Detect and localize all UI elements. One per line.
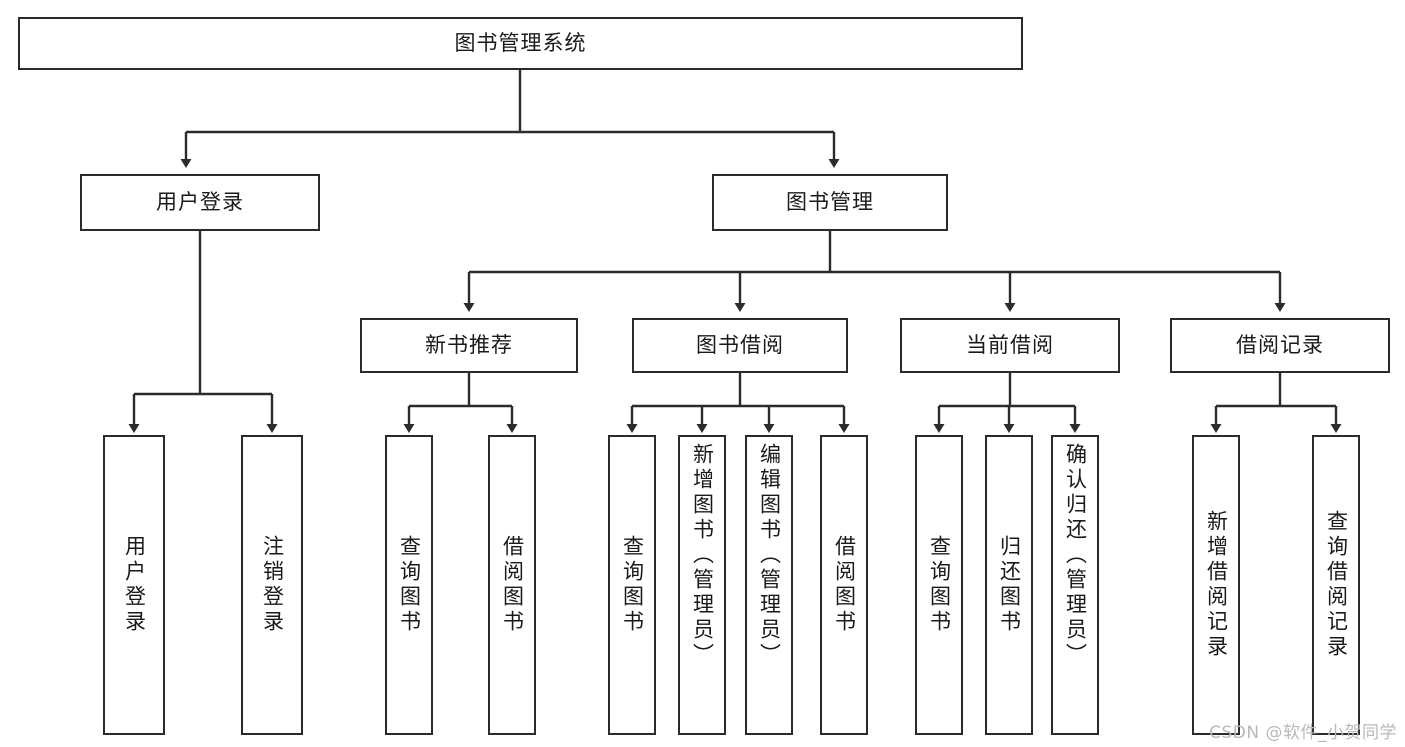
watermark-text: CSDN @软件_小贺同学 xyxy=(1209,723,1397,743)
node-borrow-book-2-label: 借阅图书 xyxy=(832,535,857,635)
node-query-book-1[interactable]: 查询图书 xyxy=(385,435,433,735)
node-query-borrow-record[interactable]: 查询借阅记录 xyxy=(1312,435,1360,735)
node-user-logout-label: 注销登录 xyxy=(260,535,285,635)
node-return-book-label: 归还图书 xyxy=(997,535,1022,635)
node-borrow-record[interactable]: 借阅记录 xyxy=(1170,318,1390,373)
node-new-book-recommend[interactable]: 新书推荐 xyxy=(360,318,578,373)
node-borrow-record-label: 借阅记录 xyxy=(1236,332,1324,357)
node-root-label: 图书管理系统 xyxy=(454,30,587,55)
node-user-login-label: 用户登录 xyxy=(156,189,244,214)
node-query-book-3-label: 查询图书 xyxy=(927,535,952,635)
node-return-book[interactable]: 归还图书 xyxy=(985,435,1033,735)
node-add-book-admin-label: 新增图书（管理员） xyxy=(690,443,715,668)
node-query-book-1-label: 查询图书 xyxy=(397,535,422,635)
node-borrow-book-1-label: 借阅图书 xyxy=(500,535,525,635)
node-user-logout[interactable]: 注销登录 xyxy=(241,435,303,735)
node-query-book-2[interactable]: 查询图书 xyxy=(608,435,656,735)
node-book-manage[interactable]: 图书管理 xyxy=(712,174,948,231)
node-book-manage-label: 图书管理 xyxy=(786,189,874,214)
node-confirm-return-admin-label: 确认归还（管理员） xyxy=(1063,443,1088,668)
node-user-login-do[interactable]: 用户登录 xyxy=(103,435,165,735)
node-add-borrow-record[interactable]: 新增借阅记录 xyxy=(1192,435,1240,735)
node-user-login-do-label: 用户登录 xyxy=(122,535,147,635)
node-current-borrow[interactable]: 当前借阅 xyxy=(900,318,1120,373)
node-user-login[interactable]: 用户登录 xyxy=(80,174,320,231)
node-borrow-book-2[interactable]: 借阅图书 xyxy=(820,435,868,735)
node-add-borrow-record-label: 新增借阅记录 xyxy=(1204,510,1229,660)
node-query-borrow-record-label: 查询借阅记录 xyxy=(1324,510,1349,660)
node-confirm-return-admin[interactable]: 确认归还（管理员） xyxy=(1051,435,1099,735)
node-current-borrow-label: 当前借阅 xyxy=(966,332,1054,357)
node-new-book-recommend-label: 新书推荐 xyxy=(425,332,513,357)
node-book-borrow[interactable]: 图书借阅 xyxy=(632,318,848,373)
node-query-book-3[interactable]: 查询图书 xyxy=(915,435,963,735)
node-book-borrow-label: 图书借阅 xyxy=(696,332,784,357)
node-borrow-book-1[interactable]: 借阅图书 xyxy=(488,435,536,735)
node-edit-book-admin-label: 编辑图书（管理员） xyxy=(757,443,782,668)
node-query-book-2-label: 查询图书 xyxy=(620,535,645,635)
node-add-book-admin[interactable]: 新增图书（管理员） xyxy=(678,435,726,735)
node-edit-book-admin[interactable]: 编辑图书（管理员） xyxy=(745,435,793,735)
node-root[interactable]: 图书管理系统 xyxy=(18,17,1023,70)
